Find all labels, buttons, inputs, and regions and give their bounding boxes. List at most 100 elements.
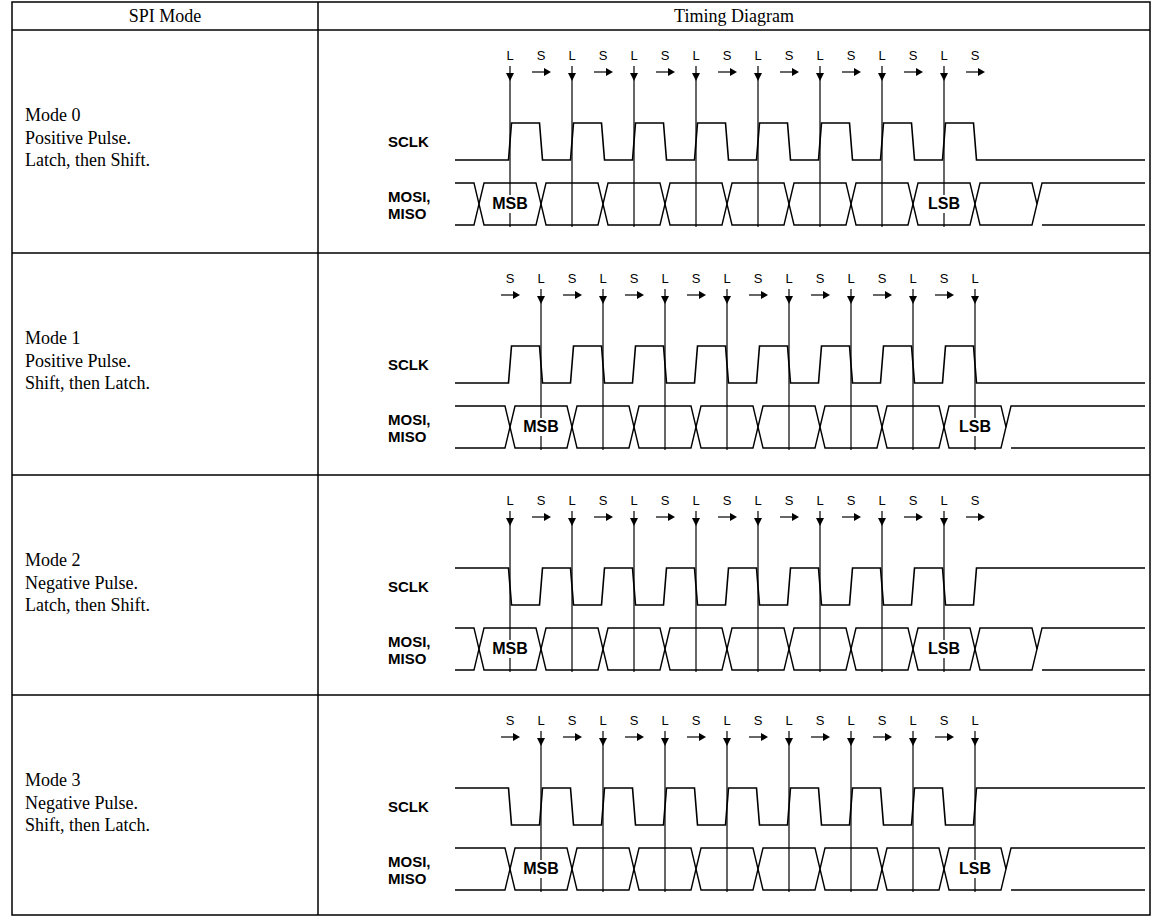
shift-arrow bbox=[873, 294, 887, 295]
edge-letter: L bbox=[785, 271, 792, 286]
edge-letter: S bbox=[816, 713, 825, 728]
bit-label: MSB bbox=[521, 860, 561, 878]
mode-name: Mode 3 bbox=[25, 769, 81, 791]
signal-name: SCLK bbox=[388, 798, 429, 815]
shift-arrowhead bbox=[823, 291, 830, 299]
latch-arrowhead bbox=[847, 296, 855, 304]
edge-letter: L bbox=[909, 271, 916, 286]
latch-arrowhead bbox=[599, 296, 607, 304]
data-cell bbox=[455, 848, 510, 890]
edge-letter: S bbox=[847, 493, 856, 508]
shift-arrow bbox=[563, 294, 577, 295]
mode-name: Mode 0 bbox=[25, 104, 81, 126]
shift-arrow bbox=[532, 71, 546, 72]
edge-letter: S bbox=[971, 493, 980, 508]
latch-line bbox=[757, 66, 758, 227]
latch-arrowhead bbox=[630, 518, 638, 526]
edge-order: Shift, then Latch. bbox=[25, 372, 150, 394]
latch-line bbox=[850, 731, 851, 892]
shift-arrowhead bbox=[606, 513, 613, 521]
bit-label: MSB bbox=[490, 640, 530, 658]
edge-letter: S bbox=[971, 48, 980, 63]
latch-line bbox=[819, 511, 820, 672]
edge-letter: S bbox=[723, 493, 732, 508]
shift-arrowhead bbox=[761, 733, 768, 741]
edge-letter: L bbox=[506, 493, 513, 508]
shift-arrowhead bbox=[947, 733, 954, 741]
edge-order: Latch, then Shift. bbox=[25, 149, 150, 171]
edge-letter: S bbox=[723, 48, 732, 63]
edge-letter: S bbox=[785, 48, 794, 63]
edge-letter: L bbox=[878, 48, 885, 63]
latch-arrowhead bbox=[816, 518, 824, 526]
latch-line bbox=[788, 289, 789, 450]
data-cell bbox=[455, 406, 510, 448]
edge-letter: L bbox=[661, 271, 668, 286]
mode-timing bbox=[455, 289, 1145, 450]
shift-arrowhead bbox=[668, 68, 675, 76]
edge-letter: L bbox=[847, 713, 854, 728]
edge-letter: L bbox=[816, 493, 823, 508]
shift-arrowhead bbox=[730, 68, 737, 76]
shift-arrowhead bbox=[513, 291, 520, 299]
edge-letter: S bbox=[940, 271, 949, 286]
pulse-polarity: Positive Pulse. bbox=[25, 350, 131, 372]
latch-arrowhead bbox=[506, 73, 514, 81]
bit-label: LSB bbox=[926, 640, 962, 658]
edge-order: Latch, then Shift. bbox=[25, 594, 150, 616]
shift-arrowhead bbox=[792, 513, 799, 521]
shift-arrow bbox=[904, 516, 918, 517]
clock-waveform bbox=[455, 123, 1145, 160]
bit-label: LSB bbox=[957, 860, 993, 878]
bit-label: LSB bbox=[926, 195, 962, 213]
latch-line bbox=[602, 731, 603, 892]
shift-arrowhead bbox=[854, 68, 861, 76]
shift-arrow bbox=[749, 736, 763, 737]
latch-arrowhead bbox=[785, 738, 793, 746]
latch-arrowhead bbox=[971, 738, 979, 746]
shift-arrow bbox=[904, 71, 918, 72]
edge-letter: L bbox=[971, 713, 978, 728]
data-cell bbox=[975, 183, 1037, 225]
shift-arrow bbox=[532, 516, 546, 517]
shift-arrow bbox=[501, 736, 515, 737]
shift-arrow bbox=[811, 736, 825, 737]
shift-arrow bbox=[780, 71, 794, 72]
latch-line bbox=[788, 731, 789, 892]
edge-letter: S bbox=[506, 713, 515, 728]
shift-arrowhead bbox=[637, 291, 644, 299]
latch-arrowhead bbox=[785, 296, 793, 304]
shift-arrowhead bbox=[978, 68, 985, 76]
shift-arrowhead bbox=[854, 513, 861, 521]
edge-letter: L bbox=[661, 713, 668, 728]
shift-arrow bbox=[625, 294, 639, 295]
edge-letter: L bbox=[816, 48, 823, 63]
latch-line bbox=[571, 511, 572, 672]
clock-waveform bbox=[455, 788, 1145, 825]
clock-waveform bbox=[455, 568, 1145, 605]
latch-arrowhead bbox=[661, 738, 669, 746]
edge-letter: S bbox=[599, 493, 608, 508]
shift-arrow bbox=[594, 516, 608, 517]
latch-arrowhead bbox=[940, 518, 948, 526]
row-rule bbox=[12, 474, 1150, 476]
latch-line bbox=[912, 731, 913, 892]
latch-line bbox=[664, 289, 665, 450]
shift-arrow bbox=[563, 736, 577, 737]
shift-arrowhead bbox=[916, 68, 923, 76]
edge-letter: L bbox=[630, 493, 637, 508]
shift-arrowhead bbox=[916, 513, 923, 521]
edge-letter: S bbox=[940, 713, 949, 728]
edge-letter: L bbox=[940, 493, 947, 508]
pulse-polarity: Negative Pulse. bbox=[25, 572, 138, 594]
shift-arrowhead bbox=[575, 291, 582, 299]
edge-letter: L bbox=[754, 48, 761, 63]
edge-letter: S bbox=[909, 493, 918, 508]
data-cell bbox=[975, 628, 1037, 670]
shift-arrowhead bbox=[544, 513, 551, 521]
edge-letter: L bbox=[630, 48, 637, 63]
edge-letter: L bbox=[537, 713, 544, 728]
latch-line bbox=[602, 289, 603, 450]
shift-arrow bbox=[718, 71, 732, 72]
